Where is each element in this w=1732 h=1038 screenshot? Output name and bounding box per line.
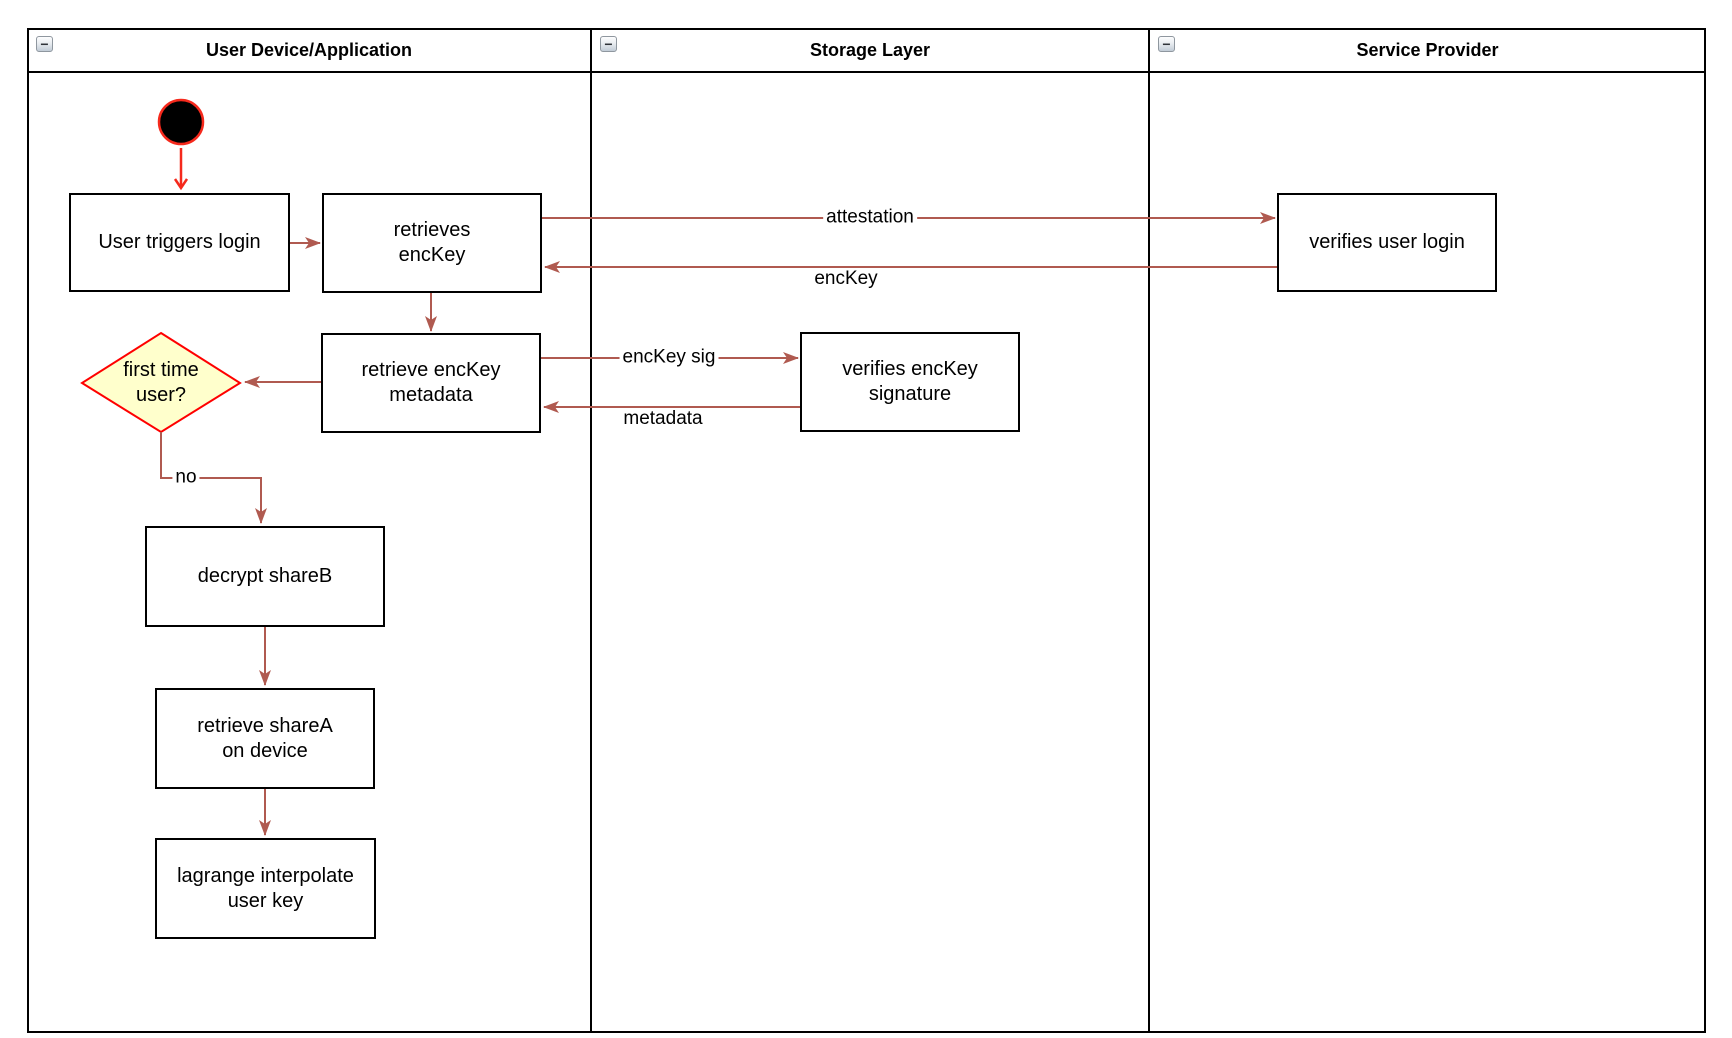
node-label: retrieve shareA on device <box>197 714 333 762</box>
pool-border <box>27 28 1706 1033</box>
node-label: User triggers login <box>98 231 261 253</box>
node-decrypt-shareb[interactable]: decrypt shareB <box>145 526 385 627</box>
decision-diamond-label-box: first time user? <box>92 345 230 421</box>
node-label: verifies user login <box>1309 231 1465 253</box>
arrow-decision-no[interactable] <box>160 432 267 524</box>
minus-icon: − <box>604 36 613 52</box>
node-retrieve-enckey-metadata[interactable]: retrieve encKey metadata <box>321 333 541 433</box>
edge-label-enckey-sig: encKey sig <box>619 347 719 369</box>
node-label: retrieve encKey metadata <box>361 359 501 406</box>
lane-title-service-provider: Service Provider <box>1356 39 1499 60</box>
node-user-triggers-login[interactable]: User triggers login <box>69 193 290 292</box>
node-label: retrieves encKey <box>393 219 471 266</box>
node-label: decrypt shareB <box>197 565 333 587</box>
edge-label-attestation: attestation <box>823 207 917 229</box>
edge-label-no: no <box>172 467 200 489</box>
minus-icon: − <box>40 36 49 52</box>
minus-icon: − <box>1162 36 1171 52</box>
collapse-lane-icon-service-provider[interactable]: − <box>1158 36 1175 52</box>
start-node[interactable] <box>157 98 205 146</box>
node-retrieve-sharea-on-device[interactable]: retrieve shareA on device <box>155 688 375 789</box>
collapse-lane-icon-storage-layer[interactable]: − <box>600 36 617 52</box>
node-lagrange-interpolate-user-key[interactable]: lagrange interpolate user key <box>155 838 376 939</box>
node-verifies-user-login[interactable]: verifies user login <box>1277 193 1497 292</box>
node-label: verifies encKey signature <box>842 358 978 405</box>
edge-label-metadata: metadata <box>620 408 706 430</box>
edge-label-enckey: encKey <box>811 268 881 290</box>
collapse-lane-icon-user-device[interactable]: − <box>36 36 53 52</box>
lane-title-storage-layer: Storage Layer <box>809 39 931 60</box>
node-retrieves-enckey[interactable]: retrieves encKey <box>322 193 542 293</box>
node-verifies-enckey-signature[interactable]: verifies encKey signature <box>800 332 1020 432</box>
node-label: first time user? <box>123 359 199 406</box>
lane-title-user-device-application: User Device/Application <box>205 39 413 60</box>
node-label: lagrange interpolate user key <box>177 864 354 912</box>
